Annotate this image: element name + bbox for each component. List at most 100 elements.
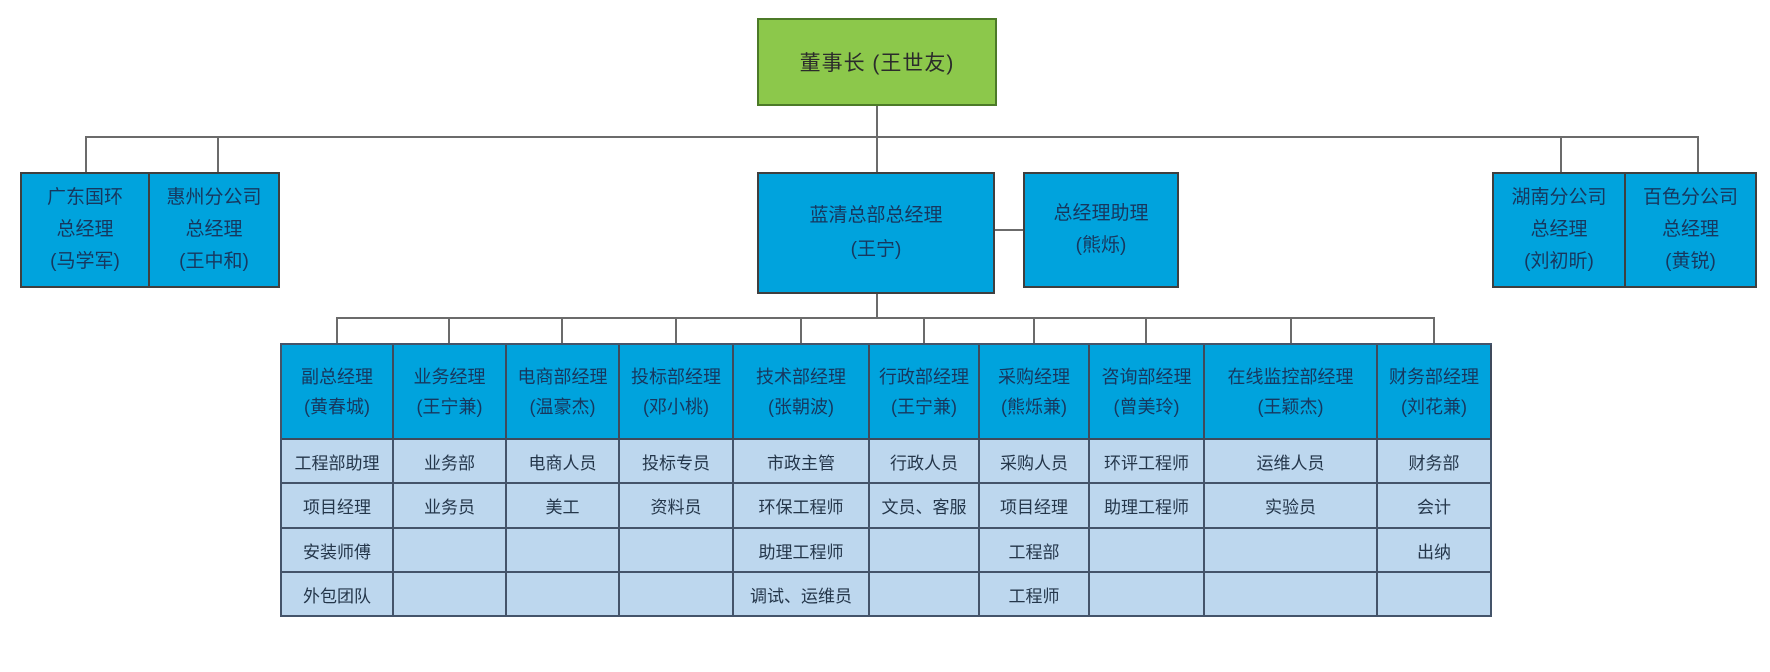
node-chairman: 董事长 (王世友): [757, 18, 997, 106]
table-cell: 业务员: [394, 484, 507, 529]
table-cell: 安装师傅: [282, 529, 394, 573]
table-cell: 工程师: [980, 573, 1090, 617]
table-cell: 文员、客服: [870, 484, 980, 529]
table-cell: [507, 529, 620, 573]
node-line: 总经理助理: [1053, 203, 1149, 224]
table-cell: 投标专员: [620, 440, 734, 484]
node-line: (马学军): [50, 251, 120, 272]
node-huizhou-branch-gm: 惠州分公司 总经理 (王中和): [148, 172, 280, 288]
dept-title: 咨询部经理: [1101, 366, 1192, 387]
dept-title: 副总经理: [301, 366, 373, 387]
table-cell: 资料员: [620, 484, 734, 529]
connector-col-drop: [675, 317, 677, 343]
connector-col-drop: [336, 317, 338, 343]
node-line: 湖南分公司: [1511, 187, 1607, 208]
dept-header-deputy-gm: 副总经理 (黄春城): [282, 345, 394, 440]
node-line: 总经理: [56, 219, 114, 240]
node-baise-branch-gm: 百色分公司 总经理 (黄锐): [1624, 172, 1757, 288]
dept-manager-name: (曾美玲): [1113, 396, 1180, 417]
table-cell: 工程部: [980, 529, 1090, 573]
node-line: (刘初昕): [1524, 251, 1594, 272]
node-hunan-branch-gm: 湖南分公司 总经理 (刘初昕): [1492, 172, 1626, 288]
dept-header-consulting: 咨询部经理 (曾美玲): [1090, 345, 1205, 440]
table-cell: [620, 529, 734, 573]
dept-title: 电商部经理: [517, 366, 608, 387]
node-line: 总经理: [185, 219, 243, 240]
table-cell: 出纳: [1378, 529, 1492, 573]
dept-header-procurement: 采购经理 (熊烁兼): [980, 345, 1090, 440]
node-gm-assistant: 总经理助理 (熊烁): [1023, 172, 1179, 288]
table-cell: [1378, 573, 1492, 617]
dept-header-admin: 行政部经理 (王宁兼): [870, 345, 980, 440]
table-cell: 环保工程师: [734, 484, 870, 529]
connector-gm-assistant: [995, 229, 1023, 231]
connector-drop-hz: [217, 136, 219, 172]
node-line: (王中和): [179, 251, 249, 272]
connector-drop-gd: [85, 136, 87, 172]
node-line: 蓝清总部总经理: [809, 205, 943, 226]
table-cell: [1090, 529, 1205, 573]
table-cell: 业务部: [394, 440, 507, 484]
dept-title: 财务部经理: [1389, 366, 1479, 387]
table-cell: 工程部助理: [282, 440, 394, 484]
table-cell: 行政人员: [870, 440, 980, 484]
table-cell: 采购人员: [980, 440, 1090, 484]
table-cell: [507, 573, 620, 617]
dept-title: 在线监控部经理: [1227, 366, 1354, 387]
dept-header-ecommerce: 电商部经理 (温豪杰): [507, 345, 620, 440]
table-cell: [1205, 529, 1378, 573]
dept-manager-name: (熊烁兼): [1001, 396, 1067, 417]
dept-title: 行政部经理: [879, 366, 969, 387]
chairman-label: 董事长 (王世友): [799, 52, 955, 75]
connector-gm-drop: [876, 294, 878, 317]
dept-title: 投标部经理: [631, 366, 721, 387]
connector-top-horizontal: [85, 136, 1699, 138]
table-cell: 助理工程师: [1090, 484, 1205, 529]
connector-col-drop: [923, 317, 925, 343]
table-cell: 助理工程师: [734, 529, 870, 573]
node-lanqing-hq-gm: 蓝清总部总经理 (王宁): [757, 172, 995, 294]
connector-chairman-drop: [876, 106, 878, 136]
table-cell: 项目经理: [980, 484, 1090, 529]
node-line: 广东国环: [46, 187, 123, 208]
connector-drop-bs: [1697, 136, 1699, 172]
table-cell: 项目经理: [282, 484, 394, 529]
node-line: (熊烁): [1075, 235, 1127, 256]
dept-manager-name: (王宁兼): [891, 396, 957, 417]
connector-col-drop: [448, 317, 450, 343]
connector-mid-horizontal: [336, 317, 1435, 319]
connector-col-drop: [1033, 317, 1035, 343]
table-cell: [1090, 573, 1205, 617]
connector-col-drop: [800, 317, 802, 343]
connector-col-drop: [1145, 317, 1147, 343]
dept-header-finance: 财务部经理 (刘花兼): [1378, 345, 1492, 440]
node-line: (黄锐): [1665, 251, 1716, 272]
node-guangdong-guohuan-gm: 广东国环 总经理 (马学军): [20, 172, 150, 288]
dept-header-technology: 技术部经理 (张朝波): [734, 345, 870, 440]
table-cell: [1205, 573, 1378, 617]
dept-title: 技术部经理: [756, 366, 846, 387]
table-cell: [870, 529, 980, 573]
connector-drop-hn: [1560, 136, 1562, 172]
table-cell: 电商人员: [507, 440, 620, 484]
dept-title: 业务经理: [413, 366, 486, 387]
dept-manager-name: (王颖杰): [1257, 396, 1324, 417]
table-cell: 市政主管: [734, 440, 870, 484]
connector-col-drop: [1290, 317, 1292, 343]
connector-drop-center: [876, 136, 878, 172]
table-cell: 调试、运维员: [734, 573, 870, 617]
node-line: 总经理: [1530, 219, 1588, 240]
dept-manager-name: (黄春城): [304, 396, 370, 417]
node-line: 惠州分公司: [166, 187, 262, 208]
dept-manager-name: (温豪杰): [529, 396, 596, 417]
table-cell: [394, 529, 507, 573]
connector-col-drop: [1433, 317, 1435, 343]
table-cell: 财务部: [1378, 440, 1492, 484]
dept-header-online-monitoring: 在线监控部经理 (王颖杰): [1205, 345, 1378, 440]
connector-col-drop: [561, 317, 563, 343]
node-line: 百色分公司: [1642, 187, 1738, 208]
node-line: 总经理: [1661, 219, 1719, 240]
dept-manager-name: (张朝波): [768, 396, 834, 417]
table-cell: 美工: [507, 484, 620, 529]
dept-manager-name: (邓小桃): [643, 396, 709, 417]
